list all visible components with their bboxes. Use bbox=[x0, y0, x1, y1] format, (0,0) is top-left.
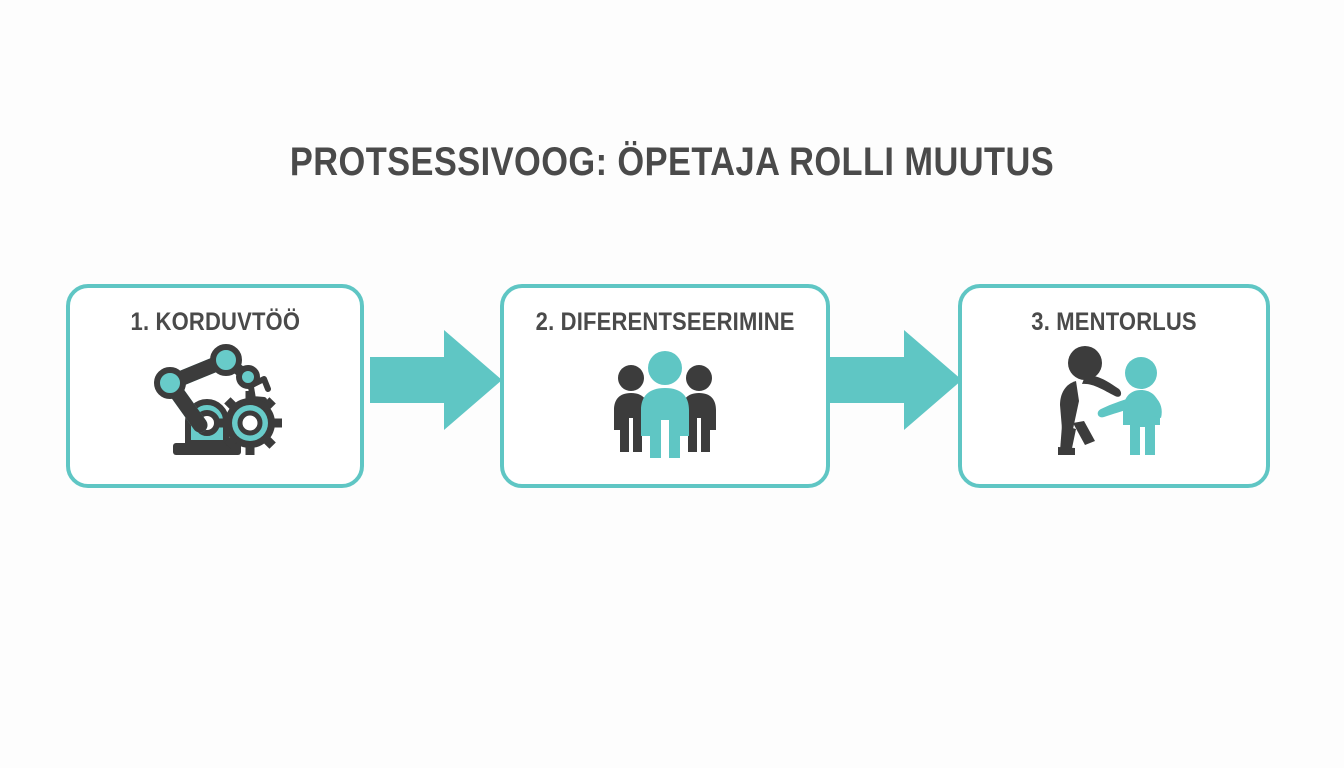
process-step-3-label: 3. MENTORLUS bbox=[1031, 308, 1197, 336]
three-people-group-icon bbox=[590, 343, 740, 461]
process-flow-row: 1. KORDUVTÖÖ bbox=[0, 284, 1344, 488]
process-step-1[interactable]: 1. KORDUVTÖÖ bbox=[66, 284, 364, 488]
process-step-2-label: 2. DIFERENTSEERIMINE bbox=[535, 308, 795, 336]
mentor-mentee-icon bbox=[1039, 343, 1189, 461]
process-step-2[interactable]: 2. DIFERENTSEERIMINE bbox=[500, 284, 830, 488]
process-step-1-label: 1. KORDUVTÖÖ bbox=[130, 308, 300, 336]
robotic-arm-gear-icon bbox=[140, 343, 290, 461]
right-arrow-icon-1 bbox=[370, 324, 502, 436]
page-title: PROTSESSIVOOG: ÖPETAJA ROLLI MUUTUS bbox=[289, 140, 1055, 184]
right-arrow-icon-2 bbox=[830, 324, 962, 436]
process-step-3[interactable]: 3. MENTORLUS bbox=[958, 284, 1270, 488]
